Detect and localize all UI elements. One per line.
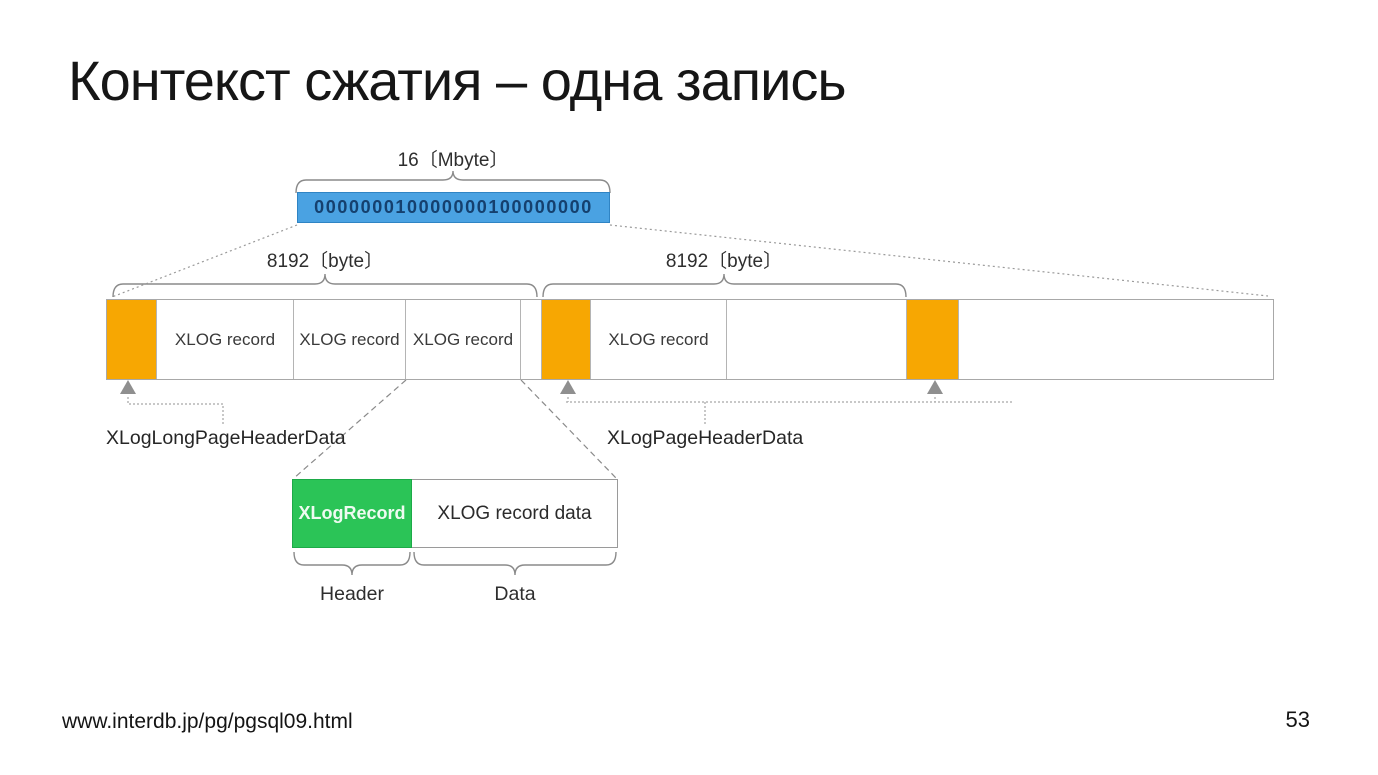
wal-file-bar: XLOG record XLOG record XLOG record XLOG… xyxy=(106,299,1274,380)
page-header-annotation: XLogPageHeaderData xyxy=(607,427,804,449)
brace-data xyxy=(413,551,617,576)
footer-source-url: www.interdb.jp/pg/pgsql09.html xyxy=(62,710,353,733)
xlog-record-cell: XLOG record xyxy=(406,300,521,379)
dotted-connector-long-header xyxy=(127,397,224,426)
long-page-header-annotation: XLogLongPageHeaderData xyxy=(106,427,346,449)
page-header-block xyxy=(542,300,591,379)
xlog-record-detail: XLogRecord XLOG record data xyxy=(292,479,618,548)
long-page-header-block xyxy=(107,300,157,379)
brace-page-right xyxy=(542,273,907,298)
page-size-label-left: 8192〔byte〕 xyxy=(266,251,384,272)
data-caption: Data xyxy=(494,583,536,605)
xlog-record-header-box: XLogRecord xyxy=(292,479,412,548)
slide-title: Контекст сжатия – одна запись xyxy=(68,49,847,112)
xlog-record-data-box: XLOG record data xyxy=(412,479,618,548)
header-caption: Header xyxy=(320,583,384,605)
brace-16mbyte xyxy=(295,170,611,194)
slide-page-number: 53 xyxy=(1285,707,1310,732)
up-arrow-icon xyxy=(927,380,943,394)
up-arrow-icon xyxy=(560,380,576,394)
page-tail-free-space xyxy=(521,300,542,379)
page-header-block xyxy=(907,300,959,379)
free-space-cell xyxy=(727,300,907,379)
free-space-cell xyxy=(959,300,1273,379)
xlog-record-cell: XLOG record xyxy=(591,300,727,379)
brace-page-left xyxy=(112,273,538,298)
segment-size-label: 16〔Mbyte〕 xyxy=(397,150,509,171)
page-size-label-right: 8192〔byte〕 xyxy=(665,251,783,272)
brace-header xyxy=(293,551,411,576)
dashed-zoom-right xyxy=(520,379,617,479)
xlog-record-cell: XLOG record xyxy=(157,300,294,379)
up-arrow-icon xyxy=(120,380,136,394)
wal-segment-binary-bar: 000000010000000100000000 xyxy=(297,192,610,223)
xlog-record-cell: XLOG record xyxy=(294,300,406,379)
